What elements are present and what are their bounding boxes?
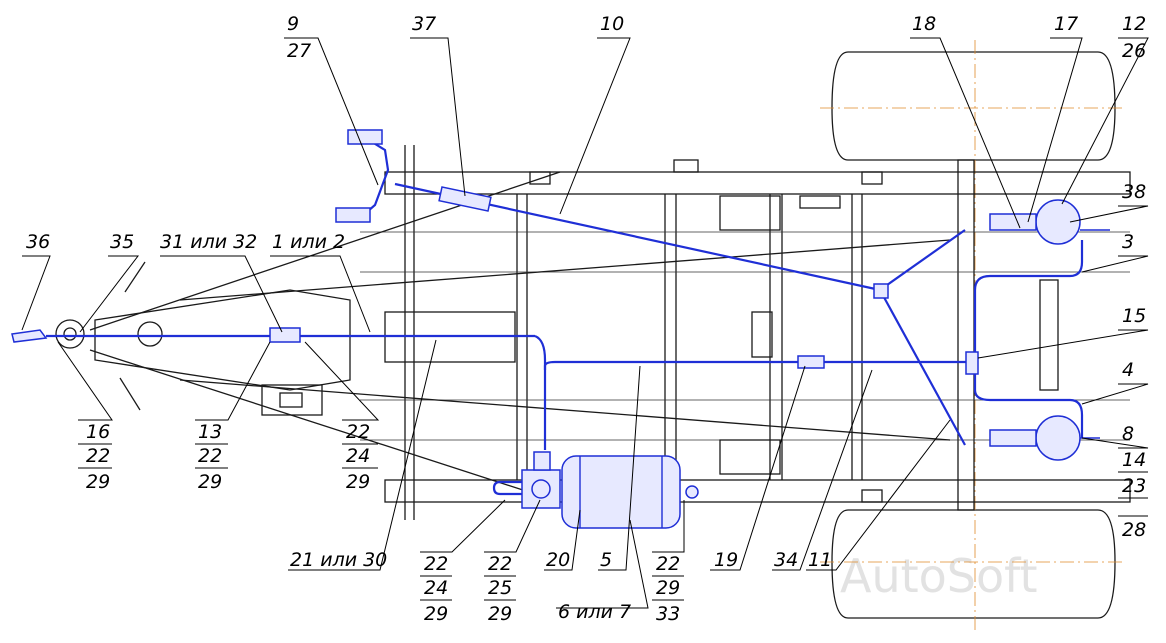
svg-text:27: 27 — [287, 40, 311, 62]
drawbar — [55, 171, 951, 503]
svg-text:16: 16 — [86, 421, 110, 443]
callout-18: 18 — [912, 13, 936, 35]
callout-35: 35 — [110, 231, 134, 253]
svg-text:14: 14 — [1122, 449, 1146, 471]
svg-text:33: 33 — [656, 603, 680, 625]
callout-34: 34 — [774, 549, 798, 571]
control-valve — [492, 451, 561, 509]
svg-text:8: 8 — [1122, 423, 1134, 445]
callout-12-26: 12 26 — [1122, 13, 1146, 62]
callout-21: 21 или 30 — [290, 549, 387, 571]
callout-17: 17 — [1054, 13, 1078, 35]
svg-text:24: 24 — [424, 577, 448, 599]
callout-5: 5 — [600, 549, 612, 571]
svg-text:26: 26 — [1122, 40, 1146, 62]
callout-11: 11 — [808, 549, 832, 571]
callout-37: 37 — [412, 13, 436, 35]
callout-10: 10 — [600, 13, 624, 35]
callout-6: 6 или 7 — [558, 601, 631, 623]
svg-text:22: 22 — [656, 553, 680, 575]
leader-lines — [21, 37, 1149, 609]
callout-22-29-33: 22 29 33 — [652, 553, 684, 625]
callout-38: 38 — [1122, 181, 1146, 203]
callout-31: 31 или 32 — [160, 231, 257, 253]
svg-text:22: 22 — [198, 445, 222, 467]
callout-19: 19 — [714, 549, 738, 571]
svg-text:28: 28 — [1122, 519, 1146, 541]
svg-text:29: 29 — [86, 471, 110, 493]
callout-8-14-23-28: 8 14 23 28 — [1118, 423, 1148, 541]
wheel-bottom — [820, 509, 1125, 619]
watermark: AutoSoft — [840, 549, 1038, 603]
svg-text:22: 22 — [86, 445, 110, 467]
callout-4: 4 — [1122, 359, 1134, 381]
svg-text:12: 12 — [1122, 13, 1146, 35]
coupling-head — [11, 329, 48, 343]
svg-text:22: 22 — [424, 553, 448, 575]
svg-text:23: 23 — [1122, 475, 1146, 497]
brake-chamber-bottom — [989, 415, 1100, 461]
callout-15: 15 — [1122, 305, 1146, 327]
callout-3: 3 — [1122, 231, 1134, 253]
callout-22-24-29-a: 22 24 29 — [342, 421, 378, 493]
svg-text:22: 22 — [346, 421, 370, 443]
callout-22-24-29-b: 22 24 29 — [420, 553, 452, 625]
svg-text:9: 9 — [287, 13, 299, 35]
brake-lines — [11, 129, 1084, 450]
svg-text:29: 29 — [346, 471, 370, 493]
svg-text:29: 29 — [656, 577, 680, 599]
wheel-top — [820, 51, 1125, 161]
air-receiver — [561, 455, 699, 529]
svg-text:22: 22 — [488, 553, 512, 575]
svg-text:25: 25 — [488, 577, 512, 599]
svg-text:29: 29 — [424, 603, 448, 625]
callout-36: 36 — [26, 231, 50, 253]
callout-9-27: 9 27 — [284, 13, 318, 62]
callout-20: 20 — [546, 549, 570, 571]
chassis-frame — [360, 145, 1131, 520]
svg-text:24: 24 — [346, 445, 370, 467]
callout-22-25-29: 22 25 29 — [484, 553, 516, 625]
svg-text:13: 13 — [198, 421, 222, 443]
svg-text:29: 29 — [488, 603, 512, 625]
callout-13-22-29: 13 22 29 — [195, 421, 228, 493]
svg-text:29: 29 — [198, 471, 222, 493]
brake-chamber-top — [989, 199, 1110, 245]
callout-1: 1 или 2 — [272, 231, 345, 253]
callout-16-22-29: 16 22 29 — [78, 421, 112, 493]
